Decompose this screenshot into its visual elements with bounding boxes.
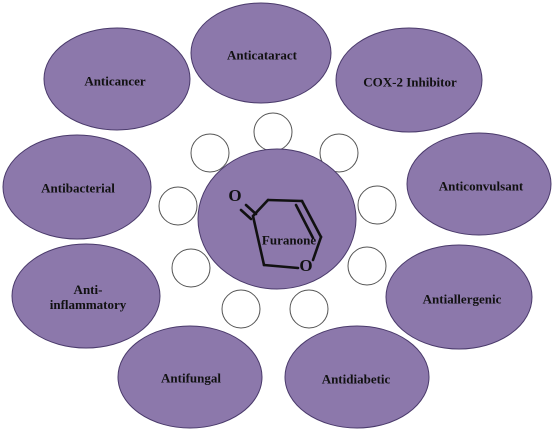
ring-oxygen-label: O (299, 256, 313, 276)
activity-label-antiallergenic: Antiallergenic (422, 291, 502, 307)
connector-circle (171, 248, 211, 288)
activity-label-line: Anti- (73, 282, 103, 298)
connector-circle (347, 246, 387, 286)
activity-label-anticancer: Anticancer (84, 73, 146, 89)
activity-label-line: inflammatory (49, 297, 127, 312)
connector-circle (158, 186, 198, 226)
carbonyl-oxygen-label: O (228, 186, 242, 206)
ellipse-anticataract (190, 2, 332, 104)
activity-label-antibacterial: Antibacterial (41, 180, 115, 196)
ellipse-antibacterial (2, 134, 152, 240)
activity-label-cox2: COX-2 Inhibitor (363, 74, 457, 90)
furanone-structure (239, 198, 323, 270)
connector-circle (319, 133, 359, 173)
center-circle (197, 148, 357, 290)
activity-label-anticonvulsant: Anticonvulsant (438, 178, 524, 194)
connector-circle (221, 289, 261, 329)
connector-circle (190, 133, 230, 173)
ellipse-antidiabetic (284, 325, 430, 429)
connector-circle (289, 289, 329, 329)
connector-circle (357, 185, 397, 225)
ellipse-cox2 (335, 27, 483, 133)
activity-label-antifungal: Antifungal (161, 370, 221, 386)
activity-label-antidiabetic: Antidiabetic (321, 371, 391, 387)
ellipse-anticonvulsant (406, 132, 552, 236)
activity-label-anticataract: Anticataract (226, 47, 298, 63)
ellipse-anticancer (43, 27, 191, 131)
activity-label-antiinflammatory: Anti- inflammatory (49, 282, 127, 313)
connector-circle (253, 112, 293, 152)
ellipse-antifungal (117, 325, 263, 429)
ellipse-antiinflammatory (11, 243, 161, 349)
center-title: Furanone (261, 232, 317, 248)
ellipse-antiallergenic (385, 244, 533, 350)
